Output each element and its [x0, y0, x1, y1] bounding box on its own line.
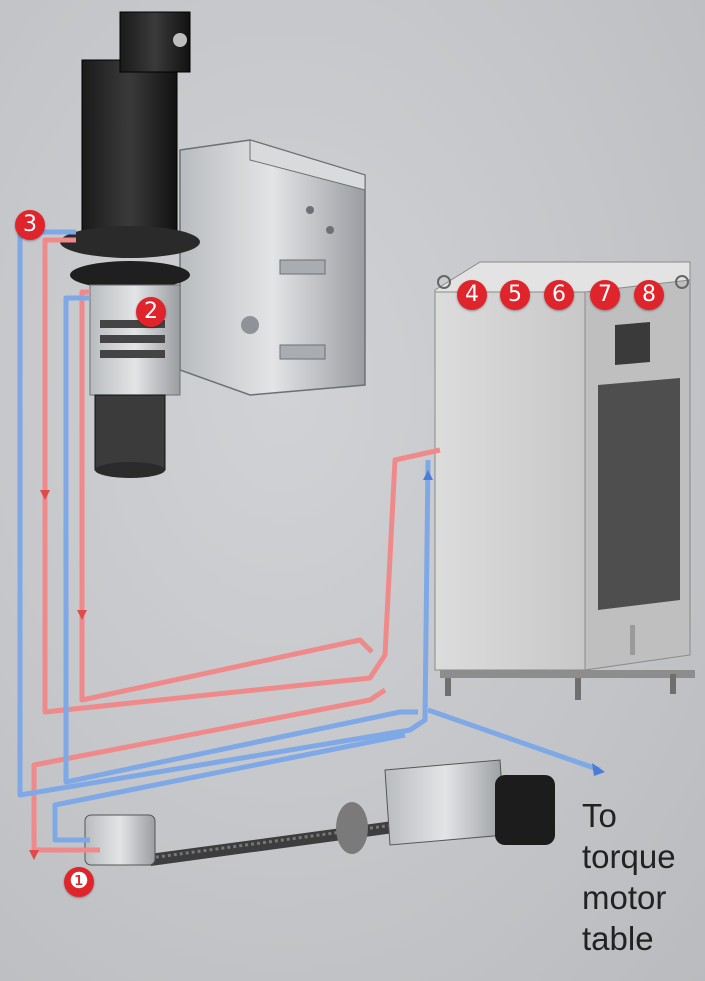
marker-4: 4: [457, 280, 487, 310]
note-line-3: motor: [582, 879, 667, 916]
note-line-1: To: [582, 797, 617, 834]
marker-2: 2: [136, 297, 166, 327]
ball-screw-assembly-icon: [84, 759, 555, 866]
marker-6: 6: [544, 280, 574, 310]
oil-chiller-unit-icon: [434, 261, 695, 700]
spindle-head-icon: [60, 11, 366, 478]
return-pipe-torque-table: [427, 707, 601, 773]
supply-pipe-ballscrew: [31, 687, 387, 853]
note-line-2: torque: [582, 838, 676, 875]
note-line-4: table: [582, 920, 654, 957]
marker-1: ❶: [64, 867, 94, 897]
return-pipe-flange: [63, 295, 418, 785]
supply-pipe-flange: [79, 289, 374, 703]
torque-motor-table-note: To torque motor table: [582, 795, 702, 959]
marker-8: 8: [634, 280, 664, 310]
supply-pipe-spindle: [42, 237, 441, 715]
marker-5: 5: [500, 280, 530, 310]
marker-3: 3: [15, 210, 45, 240]
return-pipe-ballscrew: [52, 732, 406, 843]
marker-7: 7: [590, 280, 620, 310]
